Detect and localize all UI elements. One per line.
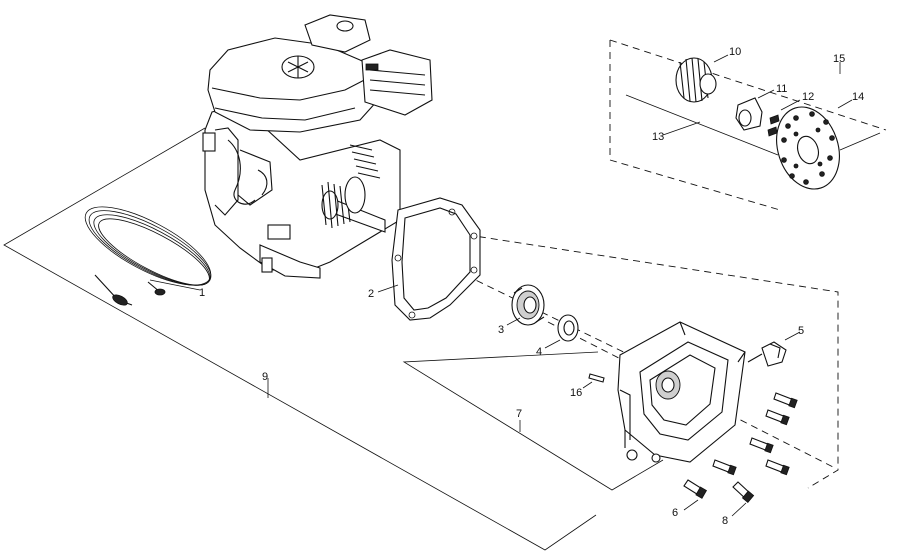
callout-labels: 1 2 3 4 5 6 7 8 9 10 11 12 13 14 15 16: [199, 46, 864, 527]
bolt: [773, 392, 798, 409]
callout-1: 1: [199, 287, 205, 299]
callout-3: 3: [498, 324, 504, 336]
bolt: [749, 437, 774, 454]
bolts: [683, 392, 798, 517]
part-3-bearing: [506, 284, 545, 326]
part-12-key: [767, 99, 801, 137]
bolt: [765, 409, 790, 426]
callout-16: 16: [570, 387, 582, 399]
callout-2: 2: [368, 288, 374, 300]
callout-15: 15: [833, 53, 845, 65]
bolt-part-6: [683, 479, 708, 499]
part-7-gearbox-housing: [617, 321, 746, 463]
callout-12: 12: [802, 91, 814, 103]
callout-6: 6: [672, 507, 678, 519]
callout-10: 10: [729, 46, 741, 58]
bracket-9: [3, 127, 597, 551]
engine: [202, 14, 433, 279]
part-1-wire-harness: [84, 206, 212, 306]
part-5-sensor: [747, 331, 801, 367]
part-4-oil-seal: [544, 314, 579, 349]
part-10-gear: [675, 54, 729, 103]
callout-11: 11: [776, 83, 787, 95]
part-11-hub: [735, 89, 775, 131]
callout-5: 5: [798, 325, 804, 337]
bracket-7: [402, 351, 664, 491]
part-16-dowel-pin: [582, 373, 605, 389]
callout-9: 9: [262, 371, 268, 383]
bolt: [712, 459, 737, 476]
bolt: [765, 459, 790, 476]
callout-8: 8: [722, 515, 728, 527]
part-2-gasket: [377, 197, 481, 321]
callout-14: 14: [852, 91, 864, 103]
callout-4: 4: [536, 346, 542, 358]
bracket-15: [609, 39, 887, 211]
bolt-part-8: [732, 481, 755, 503]
part-14-brake-disc: [776, 99, 853, 190]
callout-13: 13: [652, 131, 664, 143]
callout-7: 7: [516, 408, 522, 420]
